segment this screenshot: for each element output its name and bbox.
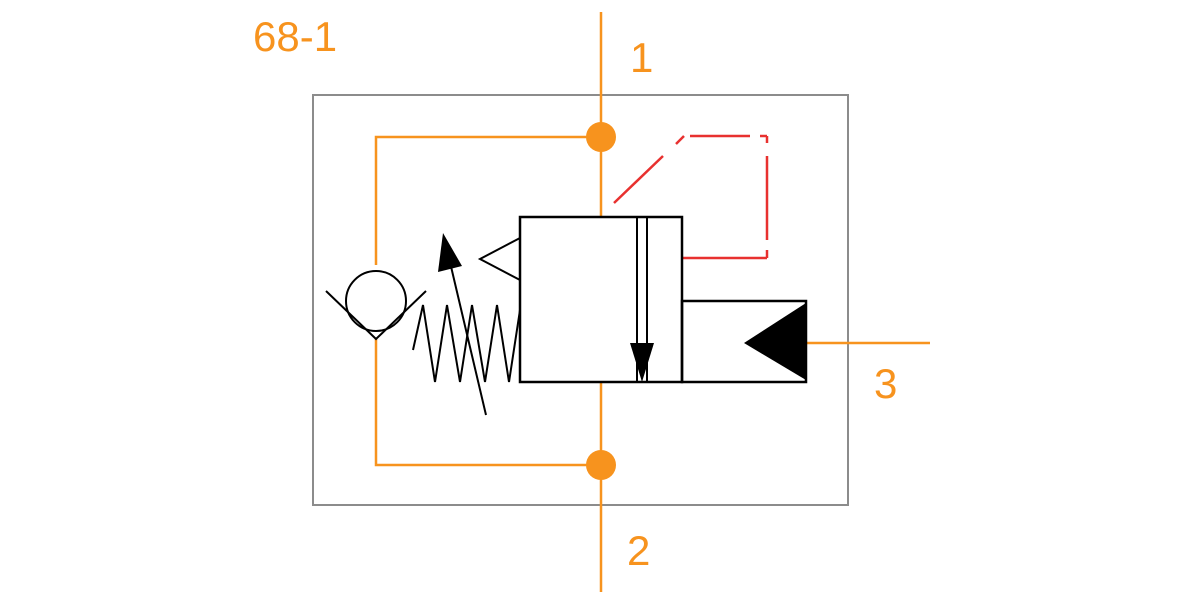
pilot-line-diagonal-2 [675, 135, 685, 145]
hydraulic-lines [374, 12, 930, 592]
junction-dot-top [586, 122, 616, 152]
valve-spool-box [518, 215, 684, 384]
check-valve-ball [345, 270, 407, 332]
bypass-line-bottom [374, 338, 601, 467]
spring-adjust-arrow-shaft [448, 257, 487, 416]
adjustable-spring-icon [412, 257, 521, 416]
spool-arrowhead [630, 343, 654, 382]
pilot-line-diagonal [613, 155, 664, 204]
pilot-line [613, 134, 769, 260]
port-label-1: 1 [630, 34, 653, 81]
bypass-line-top [374, 135, 601, 265]
junction-dot-bottom [586, 450, 616, 480]
port-label-3: 3 [874, 360, 897, 407]
pilot-actuator-icon [680, 299, 808, 384]
diagram-title: 68-1 [253, 13, 337, 60]
pilot-triangle-icon [477, 236, 521, 282]
port-label-2: 2 [627, 527, 650, 574]
check-valve-icon [325, 270, 427, 341]
spring-zigzag [412, 304, 521, 383]
check-valve-seat [325, 290, 427, 341]
valve-housing [312, 94, 849, 506]
valve-spool-icon [518, 215, 684, 384]
spring-adjust-arrowhead [438, 233, 462, 272]
pilot-actuator-arrowhead [744, 303, 806, 380]
